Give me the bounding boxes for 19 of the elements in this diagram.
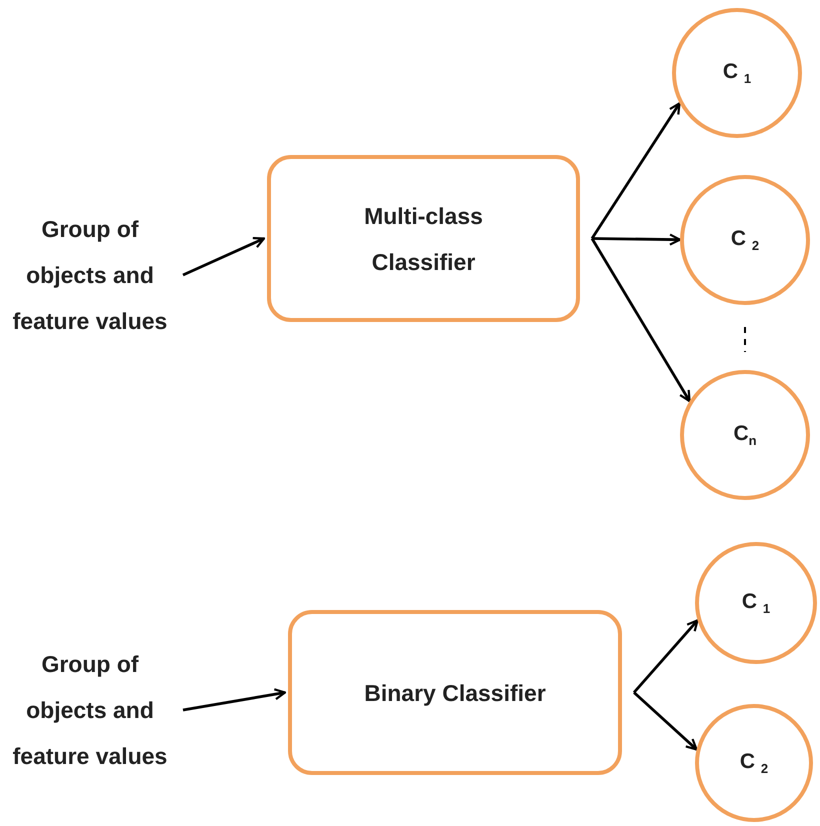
- dashed-line: [744, 327, 746, 352]
- arrow: [633, 691, 698, 751]
- node-label: Multi-class Classifier: [363, 202, 484, 276]
- input-label: Group of objects and feature values: [5, 185, 175, 365]
- arrow: [182, 236, 266, 276]
- node-label: C $_{2}$: [730, 226, 760, 254]
- input-label: Group of objects and feature values: [5, 620, 175, 800]
- node-label: C $_{1}$: [722, 60, 752, 86]
- arrow: [632, 619, 699, 694]
- classifier-box: [267, 155, 580, 322]
- arrow: [590, 102, 681, 240]
- node-label: C $_{2}$: [740, 750, 768, 776]
- node-label: Binary Classifier: [364, 678, 546, 708]
- arrow: [592, 233, 682, 246]
- arrow: [182, 688, 286, 712]
- classifier-box: [288, 610, 622, 775]
- node-label: C $_{1}$: [742, 590, 770, 616]
- arrow: [590, 238, 691, 402]
- node-label: C$_{n}$: [733, 422, 757, 448]
